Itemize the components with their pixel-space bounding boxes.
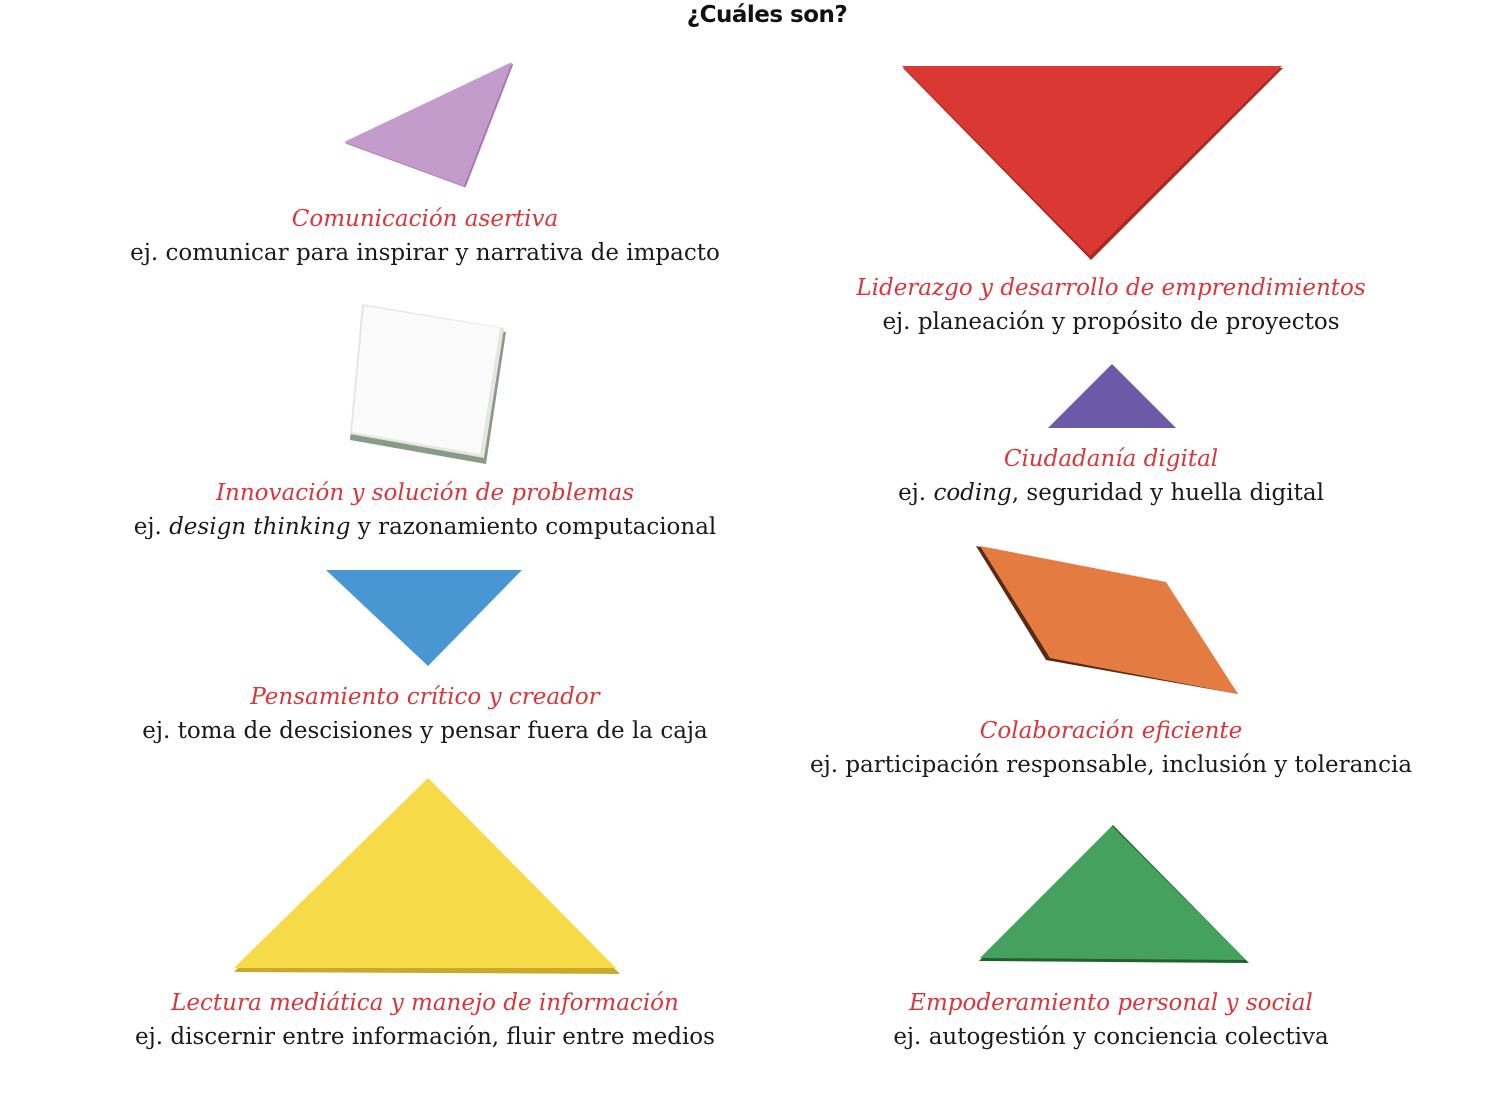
skill-caption-lectura: Lectura mediática y manejo de informació… — [75, 986, 775, 1054]
skill-title: Liderazgo y desarrollo de emprendimiento… — [856, 275, 1366, 301]
skill-example: ej. autogestión y conciencia colectiva — [893, 1024, 1329, 1050]
skill-caption-empoderamiento: Empoderamiento personal y social ej. aut… — [761, 986, 1461, 1054]
red-triangle-shape — [902, 66, 1283, 260]
skill-caption-ciudadania: Ciudadanía digital ej. coding, seguridad… — [761, 442, 1461, 510]
skill-example: ej. participación responsable, inclusión… — [809, 752, 1413, 778]
skill-title: Lectura mediática y manejo de informació… — [171, 990, 679, 1016]
skill-title: Comunicación asertiva — [291, 206, 559, 232]
skill-example: ej. comunicar para inspirar y narrativa … — [130, 240, 720, 266]
blue-triangle-shape — [326, 570, 522, 666]
skill-caption-liderazgo: Liderazgo y desarrollo de emprendimiento… — [761, 271, 1461, 339]
skill-caption-innovacion: Innovación y solución de problemas ej. d… — [75, 476, 775, 544]
skill-title: Ciudadanía digital — [1003, 446, 1219, 472]
skill-caption-pensamiento: Pensamiento crítico y creador ej. toma d… — [75, 680, 775, 748]
skill-example: ej. design thinking y razonamiento compu… — [133, 514, 717, 540]
skill-example: ej. toma de descisiones y pensar fuera d… — [142, 718, 708, 744]
white-square-shape — [350, 304, 506, 464]
skill-caption-colaboracion: Colaboración eficiente ej. participación… — [761, 714, 1461, 782]
indigo-triangle-shape — [1048, 364, 1176, 428]
skill-example: ej. coding, seguridad y huella digital — [898, 480, 1324, 506]
skill-title: Innovación y solución de problemas — [215, 480, 635, 506]
skill-title: Empoderamiento personal y social — [909, 990, 1313, 1016]
orange-parallelogram-shape — [976, 546, 1238, 694]
purple-triangle-shape — [344, 62, 514, 188]
skill-title: Pensamiento crítico y creador — [250, 684, 600, 710]
skill-caption-comunicacion: Comunicación asertiva ej. comunicar para… — [75, 202, 775, 270]
yellow-triangle-shape — [234, 778, 620, 974]
page-title: ¿Cuáles son? — [686, 2, 848, 28]
skill-example: ej. discernir entre información, fluir e… — [135, 1024, 715, 1050]
skill-title: Colaboración eficiente — [979, 718, 1243, 744]
green-triangle-shape — [979, 825, 1249, 963]
skill-example: ej. planeación y propósito de proyectos — [882, 309, 1340, 335]
